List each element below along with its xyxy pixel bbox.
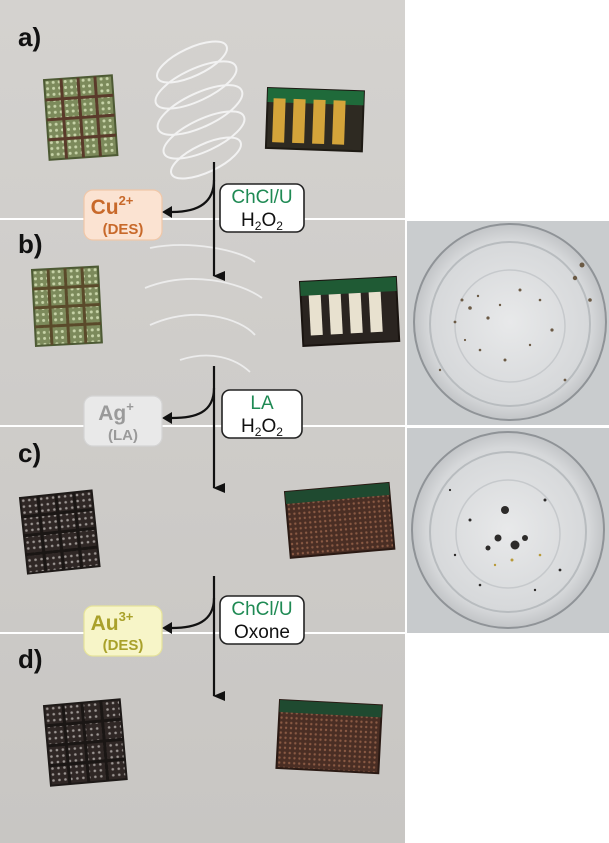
branch-arrow-1 (171, 179, 216, 214)
reagent-bottom-1: H2O2 (241, 210, 283, 233)
ion-box-copper: Cu2+ (DES) (83, 189, 163, 241)
reagent-box-1: ChCl/U H2O2 (219, 183, 305, 233)
ion-medium-silver: (LA) (108, 427, 138, 444)
green-mesh-board-b (30, 265, 103, 347)
process-arrows (162, 162, 225, 701)
ion-box-silver: Ag+ (LA) (83, 395, 163, 447)
reagent-bottom-2: H2O2 (241, 416, 283, 439)
reagent-box-2: LA H2O2 (221, 389, 303, 439)
panel-label-d: d) (18, 644, 43, 674)
ion-symbol-silver: Ag+ (98, 399, 134, 425)
panel-label-b: b) (18, 229, 43, 259)
ion-medium-copper: (DES) (103, 221, 144, 238)
silver-wire-coil-a (154, 40, 246, 180)
reagent-top-1: ChCl/U (231, 187, 292, 208)
reagent-box-3: ChCl/U Oxone (219, 595, 305, 645)
panel-c (18, 481, 396, 575)
ion-box-gold: Au3+ (DES) (83, 605, 163, 657)
dish-photo-bottom (407, 428, 609, 633)
branch-arrowhead-2 (162, 412, 172, 424)
branch-arrowhead-3 (162, 622, 172, 634)
panel-label-a: a) (18, 22, 41, 52)
reagent-top-2: LA (250, 393, 274, 414)
branch-arrowhead-1 (162, 206, 172, 218)
pcb-contact-board-b (298, 275, 401, 347)
ion-medium-gold: (DES) (103, 637, 144, 654)
reagent-bottom-3: Oxone (234, 622, 290, 643)
dark-mesh-board-c (18, 489, 101, 575)
silver-wire-coil-b (144, 244, 263, 373)
copper-mesh-board-d (275, 698, 383, 775)
branch-arrow-3 (171, 597, 216, 630)
dish-photo-top (407, 221, 609, 425)
dark-mesh-board-d (42, 698, 128, 787)
pcb-contact-board-a (264, 86, 365, 153)
panel-b (30, 244, 401, 373)
reagent-top-3: ChCl/U (231, 599, 292, 620)
ion-symbol-copper: Cu2+ (91, 193, 134, 219)
panel-d (42, 698, 383, 787)
panel-a (42, 40, 365, 180)
branch-arrow-2 (171, 387, 216, 420)
ion-symbol-gold: Au3+ (91, 609, 134, 635)
copper-mesh-board-c (283, 481, 396, 559)
green-mesh-board-a (42, 74, 119, 161)
panel-label-c: c) (18, 438, 41, 468)
